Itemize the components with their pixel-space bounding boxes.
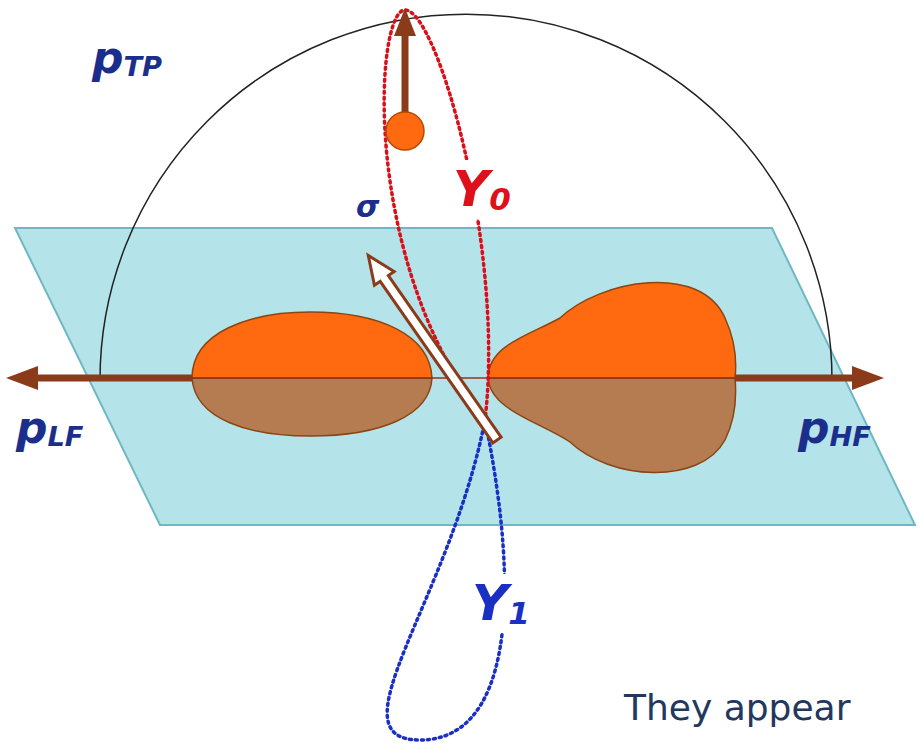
symbol: σ [356,189,379,224]
y0-label: Y0 [447,160,517,219]
symbol: They appear [624,687,850,728]
symbol: p [16,402,48,453]
lf-arrowhead [6,366,38,390]
ternary-particle [386,112,424,150]
fission-axis [192,377,735,379]
note-text: They appear [624,690,850,726]
subscript: 1 [508,595,530,631]
light-fragment-upper [192,312,432,378]
heavy-fragment-upper [488,282,736,378]
subscript: TP [124,51,163,82]
tp-arrowhead [394,8,416,36]
symbol: Y [453,160,489,218]
hf-arrowhead [852,366,884,390]
hf-momentum-arrow [735,375,856,382]
lf-momentum-label: pLF [16,406,84,451]
symbol: p [92,32,124,83]
subscript: 0 [489,181,511,217]
spin-arrow [358,249,506,447]
semicircle-arc [100,14,832,380]
tp-momentum-label: pTP [92,36,162,81]
hf-momentum-label: pHF [798,406,871,451]
reaction-plane [15,228,915,525]
y1-label: Y1 [466,574,536,633]
subscript: HF [830,421,871,452]
lf-momentum-arrow [34,375,192,382]
symbol: Y [472,574,508,632]
heavy-fragment-lower [488,378,736,473]
subscript: LF [48,421,84,452]
spin-label: σ [356,192,379,222]
tp-momentum-arrow [402,32,409,112]
light-fragment-lower [192,378,432,436]
symbol: p [798,402,830,453]
